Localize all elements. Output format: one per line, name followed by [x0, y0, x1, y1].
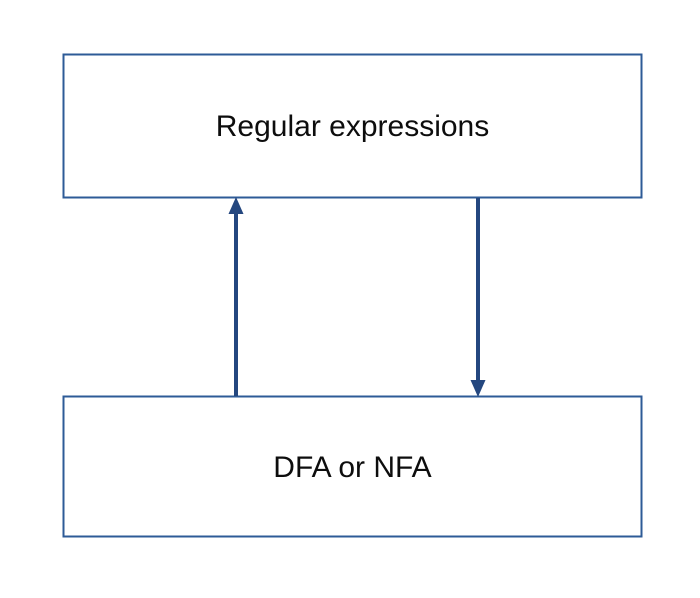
regular-expressions-box — [62, 53, 643, 199]
dfa-nfa-label: DFA or NFA — [273, 451, 431, 484]
down-arrowhead-icon — [470, 380, 486, 397]
up-arrowhead-icon — [228, 197, 244, 214]
regular-expressions-label: Regular expressions — [216, 110, 489, 143]
dfa-nfa-box — [62, 395, 643, 538]
